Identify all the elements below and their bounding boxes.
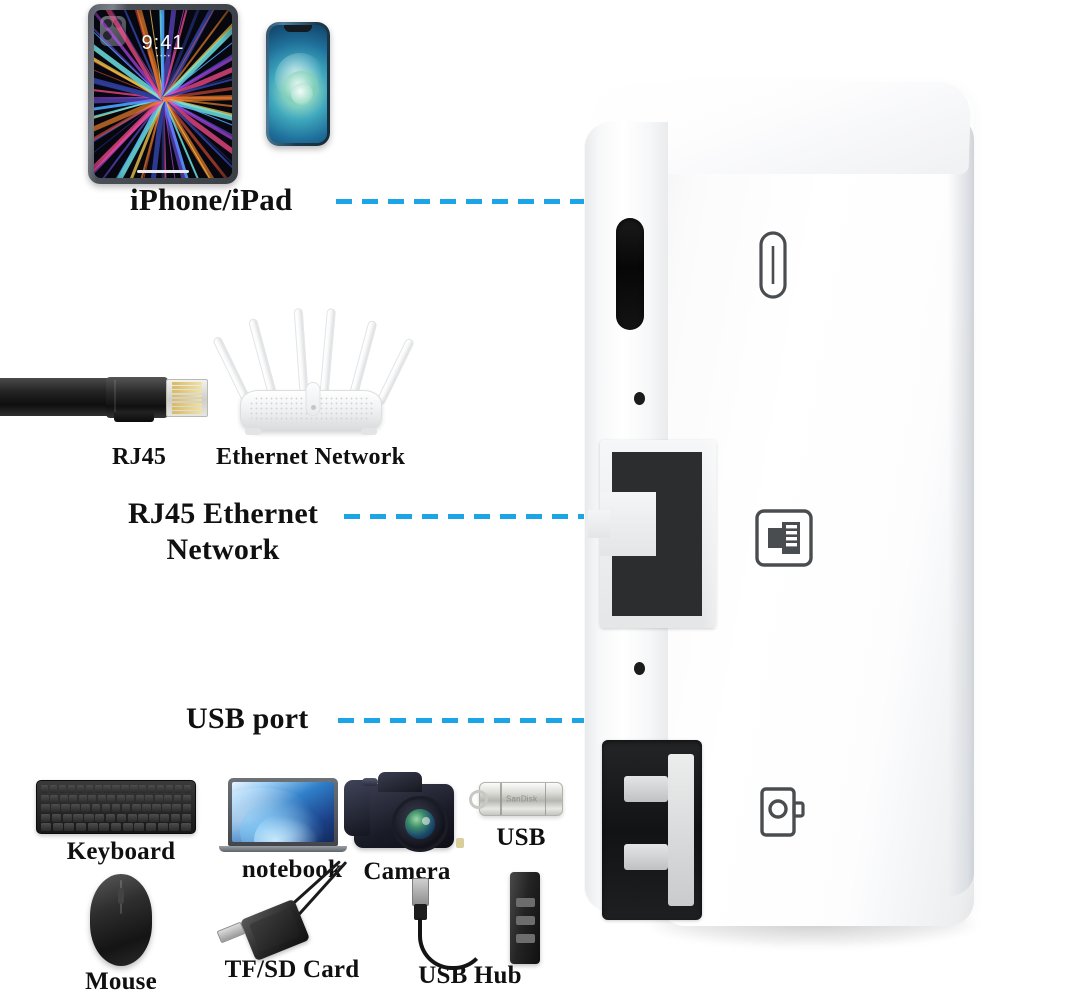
adapter-left-edge — [584, 122, 717, 920]
laptop-icon — [219, 778, 356, 852]
led-pinhole-icon-bottom — [634, 662, 645, 675]
usb-device-camera: Camera — [344, 770, 470, 886]
usb-device-label-usb: USB — [496, 824, 546, 851]
ipad-home-indicator — [137, 170, 189, 173]
ipad-lockscreen-date: • • • • — [156, 54, 170, 60]
usb-device-hub: USB Hub — [394, 868, 546, 990]
usb-hub-icon — [394, 868, 546, 970]
callout-label-iphone-ipad: iPhone/iPad — [130, 182, 293, 217]
rj45-port[interactable] — [588, 440, 717, 628]
usb-device-label-notebook: notebook — [241, 856, 343, 883]
rj45-jack-icon — [754, 508, 814, 568]
callout-line-usb-port — [338, 718, 602, 723]
callout-label-rj45-line2: Network — [166, 533, 280, 566]
usb-device-label-tf-sd-card: TF/SD Card — [224, 956, 360, 983]
lightning-ethernet-usb-adapter — [578, 82, 1078, 962]
usb-a-port-icon — [756, 784, 812, 840]
callout-label-rj45-line1: RJ45 Ethernet — [127, 497, 319, 530]
wifi-router-icon — [212, 307, 416, 435]
usb-device-label-usb-hub: USB Hub — [418, 962, 522, 989]
callout-line-rj45-ethernet — [344, 514, 600, 519]
usb-device-label-keyboard: Keyboard — [66, 838, 176, 865]
led-pinhole-icon-top — [634, 392, 645, 405]
iphone-notch — [284, 25, 312, 32]
keyboard-icon — [36, 780, 196, 834]
card-reader-icon — [212, 860, 372, 962]
network-device-label-router: Ethernet Network — [216, 444, 406, 470]
lightning-connector-icon — [756, 230, 790, 300]
ipad-icon: 9:41 • • • • — [88, 4, 238, 184]
usb-device-mouse: Mouse — [56, 874, 186, 996]
callout-label-rj45-ethernet-network: RJ45 Ethernet Network — [108, 496, 338, 568]
usb-device-keyboard: Keyboard — [36, 780, 206, 866]
network-device-label-rj45: RJ45 — [112, 444, 167, 470]
usb-flash-drive-brand: SanDisk — [506, 794, 538, 804]
lightning-port[interactable] — [616, 218, 644, 330]
usb-device-card-reader: TF/SD Card — [212, 860, 372, 984]
ipad-lockscreen-time: 9:41 — [141, 32, 185, 54]
usb-port[interactable] — [602, 740, 702, 920]
usb-device-notebook: notebook — [219, 778, 356, 884]
usb-device-label-mouse: Mouse — [85, 968, 157, 995]
usb-flash-drive-icon: SanDisk — [469, 782, 563, 816]
iphone-icon — [266, 22, 330, 146]
camera-icon — [344, 770, 470, 856]
usb-device-label-camera: Camera — [363, 858, 451, 885]
callout-label-usb-port: USB port — [186, 702, 309, 735]
rj45-cable-icon — [0, 377, 214, 424]
callout-line-iphone-ipad — [336, 199, 598, 204]
usb-device-flash-drive: SanDisk USB — [466, 782, 576, 852]
mouse-icon — [90, 874, 152, 966]
